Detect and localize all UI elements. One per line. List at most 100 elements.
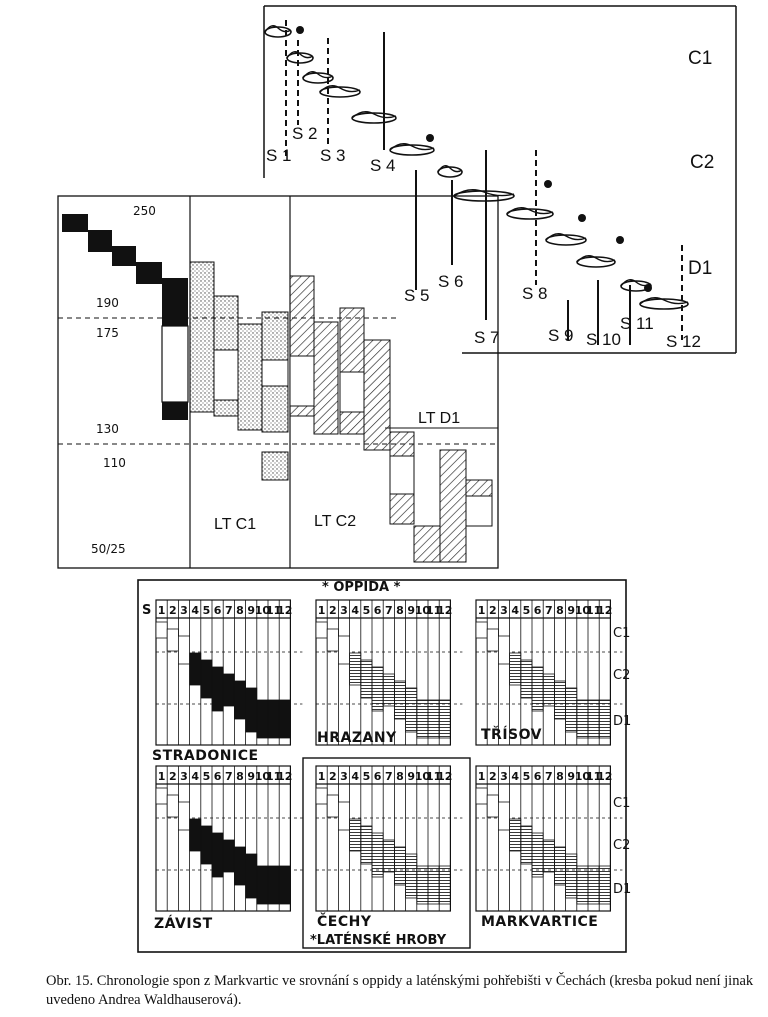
grid-column-number: 8 — [556, 770, 564, 783]
grid-column-number: 7 — [545, 604, 553, 617]
grid-cell-filled — [598, 865, 611, 905]
grid-cell-filled — [587, 865, 600, 905]
grid-column-number: 5 — [203, 604, 211, 617]
grid-column-number: 3 — [500, 770, 508, 783]
grid-cell-filled — [371, 832, 384, 878]
fibula-bow — [302, 71, 334, 79]
chrono-black-bar — [162, 402, 188, 420]
grid-cell-filled — [371, 666, 384, 712]
chrono-outline-bar — [465, 495, 493, 527]
grid-column-number: 6 — [374, 604, 382, 617]
grid-cell-empty — [475, 621, 488, 639]
chrono-black-bar — [112, 246, 136, 266]
grid-column-number: 12 — [597, 604, 612, 617]
chronology-panel — [57, 195, 499, 569]
grid-column-number: 8 — [396, 604, 404, 617]
grid-cell-filled — [438, 865, 451, 905]
grid-cell-filled — [587, 699, 600, 739]
grid-column-number: 10 — [255, 604, 271, 617]
grid-column-number: 6 — [534, 604, 542, 617]
grid-column-number: 10 — [255, 770, 271, 783]
grid-cell-filled — [382, 673, 395, 707]
grid-column-number: 4 — [191, 770, 199, 783]
grid-cell-filled — [393, 846, 406, 886]
grid-cell-empty — [177, 801, 190, 831]
grid-column-number: 5 — [363, 770, 371, 783]
grid-column-number: 1 — [318, 604, 326, 617]
chrono-hatched-bar — [313, 321, 339, 435]
grid-cell-filled — [520, 825, 533, 865]
grid-cell-empty — [475, 787, 488, 805]
grid-cell-filled — [349, 818, 362, 852]
grid-column-number: 2 — [489, 770, 497, 783]
grid-cell-filled — [598, 699, 611, 739]
grid-column-number: 9 — [567, 604, 575, 617]
chrono-black-bar — [88, 230, 112, 252]
grid-cell-filled — [531, 832, 544, 878]
grid-cell-filled — [542, 839, 555, 873]
grid-cell-filled — [278, 865, 291, 905]
grid-column-number: 9 — [247, 770, 255, 783]
fibula-bow — [453, 189, 515, 197]
grid-cell-empty — [497, 635, 510, 665]
grid-cell-filled — [189, 818, 202, 852]
grid-cell-filled — [520, 659, 533, 699]
grid-column-number: 9 — [247, 604, 255, 617]
chrono-dotted-bar — [237, 323, 263, 431]
fibula-bow — [351, 111, 397, 119]
grid-cell-filled — [509, 652, 522, 686]
grid-cell-filled — [393, 680, 406, 720]
grid-cell-filled — [554, 846, 567, 886]
grid-cell-empty — [155, 621, 168, 639]
grid-cell-filled — [405, 853, 418, 899]
grid-column-number: 5 — [523, 604, 531, 617]
grid-cell-filled — [576, 699, 589, 739]
grid-column-number: 2 — [329, 770, 337, 783]
chrono-dotted-bar — [261, 451, 289, 481]
chrono-outline-bar — [213, 349, 239, 401]
fibula-spring — [296, 26, 304, 34]
grid-cell-filled — [542, 673, 555, 707]
grid-cell-filled — [382, 839, 395, 873]
grid-column-number: 8 — [556, 604, 564, 617]
grid-cell-filled — [438, 699, 451, 739]
grid-column-number: 7 — [225, 770, 233, 783]
grid-cell-filled — [200, 659, 213, 699]
grid-cell-empty — [486, 794, 499, 818]
grid-cell-filled — [531, 666, 544, 712]
grid-column-number: 9 — [407, 770, 415, 783]
grid-column-number: 12 — [437, 770, 452, 783]
grid-column-number: 2 — [169, 604, 177, 617]
grid-cell-filled — [233, 680, 246, 720]
fibula-spring — [644, 284, 652, 292]
grid-column-number: 8 — [396, 770, 404, 783]
grid-column-number: 2 — [169, 770, 177, 783]
chrono-dotted-bar — [189, 261, 215, 413]
grid-cell-filled — [278, 699, 291, 739]
grid-column-number: 7 — [385, 604, 393, 617]
chrono-hatched-bar — [465, 479, 493, 497]
grid-column-number: 5 — [363, 604, 371, 617]
grid-cell-filled — [245, 687, 258, 733]
grid-cell-filled — [349, 652, 362, 686]
grid-cell-empty — [166, 628, 179, 652]
fibula-panel — [263, 5, 737, 354]
grid-column-number: 6 — [374, 770, 382, 783]
grid-cell-filled — [416, 699, 429, 739]
grid-cell-filled — [211, 832, 224, 878]
chrono-hatched-bar — [439, 449, 467, 563]
grid-cell-empty — [315, 621, 328, 639]
figure-caption: Obr. 15. Chronologie spon z Markvartic v… — [46, 973, 754, 1008]
grid-cell-filled — [427, 699, 440, 739]
grid-cell-filled — [267, 699, 280, 739]
fibula-bow — [545, 233, 587, 241]
grid-cell-empty — [337, 801, 350, 831]
grid-cell-empty — [315, 787, 328, 805]
grid-column-number: 11 — [426, 770, 441, 783]
grid-column-number: 11 — [426, 604, 441, 617]
